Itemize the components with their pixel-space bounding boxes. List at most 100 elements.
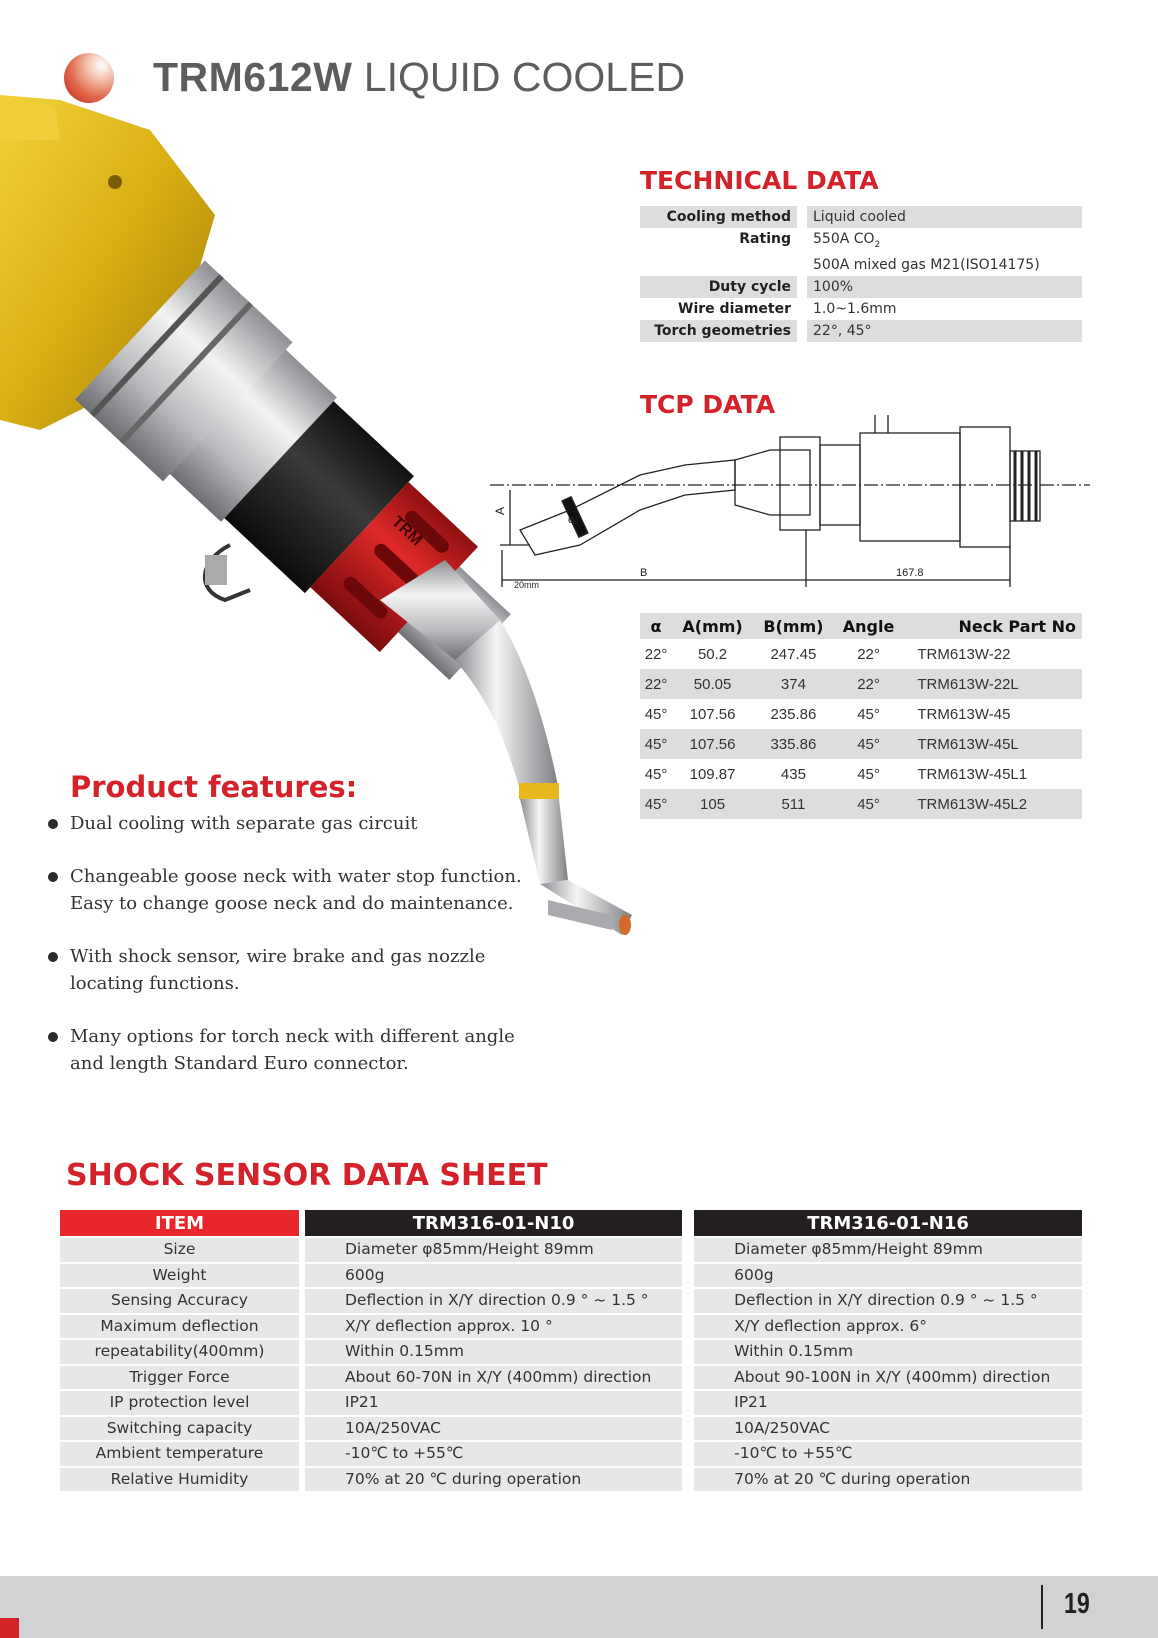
col-part-no: Neck Part No [903, 613, 1082, 639]
rating-mixed: 500A mixed gas M21(ISO14175) [813, 256, 1040, 273]
item-label: Relative Humidity [60, 1467, 299, 1491]
tcp-diagram: A α B 20mm 167.8 [490, 415, 1090, 590]
row-label: Wire diameter [640, 297, 807, 320]
cell: 50.2 [697, 645, 728, 663]
cell: TRM613W-22 [917, 645, 1011, 663]
item-label: repeatability(400mm) [60, 1340, 299, 1364]
cell: 45° [833, 789, 904, 819]
row-value: 100% [807, 275, 1082, 298]
col-b: B(mm) [753, 613, 834, 639]
cell: 105 [672, 789, 754, 819]
col-item: ITEM [60, 1210, 299, 1236]
cell: 45° [640, 789, 673, 819]
table-row: Wire diameter 1.0~1.6mm [640, 297, 1082, 320]
row-value: Liquid cooled [807, 206, 1082, 228]
label-a: A [493, 507, 507, 515]
feature-text: With shock sensor, wire brake and gas no… [70, 946, 486, 994]
cell: 45° [640, 729, 673, 759]
col-alpha: α [640, 613, 673, 639]
bullet-icon [48, 952, 58, 962]
cell: 335.86 [753, 729, 834, 759]
feature-text: Changeable goose neck with water stop fu… [70, 866, 522, 914]
list-item: Changeable goose neck with water stop fu… [45, 863, 545, 917]
n16-value: About 90-100N in X/Y (400mm) direction [694, 1365, 1082, 1389]
cell: 50.05 [672, 669, 754, 699]
item-label: Ambient temperature [60, 1442, 299, 1466]
brand-mark: TRM [388, 513, 425, 549]
n16-value: -10℃ to +55℃ [694, 1442, 1082, 1466]
n16-value: 600g [694, 1263, 1082, 1287]
cell: 45° [644, 705, 668, 723]
cell: 374 [753, 669, 834, 699]
cell: TRM613W-45L2 [903, 789, 1082, 819]
n16-value: Within 0.15mm [694, 1340, 1082, 1364]
page-footer: 19 [0, 1576, 1158, 1638]
cell: 109.87 [689, 765, 736, 783]
cell: 22° [644, 645, 668, 663]
list-item: Dual cooling with separate gas circuit [45, 810, 545, 837]
cell: 511 [753, 789, 834, 819]
subscript: 2 [874, 239, 881, 250]
neck-outline [519, 459, 736, 556]
row-value: 22°, 45° [807, 319, 1082, 342]
item-label: IP protection level [60, 1391, 299, 1415]
cell: 22° [640, 669, 673, 699]
feature-text: Many options for torch neck with differe… [70, 1026, 515, 1074]
footer-divider [1041, 1585, 1043, 1629]
rating-co2: 550A CO [813, 231, 875, 247]
row-label: Cooling method [640, 206, 807, 228]
label-20mm: 20mm [514, 580, 539, 590]
label-b: B [640, 567, 647, 579]
row-value: 1.0~1.6mm [813, 300, 897, 317]
n10-value: Within 0.15mm [305, 1340, 683, 1364]
cell: 45° [857, 765, 880, 783]
technical-data-heading: TECHNICAL DATA [640, 166, 879, 195]
cell: 107.56 [672, 729, 754, 759]
item-label: Trigger Force [60, 1365, 299, 1389]
row-value: 550A CO2 500A mixed gas M21(ISO14175) [807, 228, 1082, 276]
col-n10: TRM316-01-N10 [305, 1210, 683, 1236]
table-header: ITEM TRM316-01-N10 TRM316-01-N16 [60, 1210, 1082, 1236]
model-name: TRM612W [153, 54, 353, 100]
item-label: Size [60, 1238, 299, 1262]
bullet-icon [48, 819, 58, 829]
title-subtitle: LIQUID COOLED [363, 54, 686, 100]
n16-value: IP21 [694, 1391, 1082, 1415]
n10-value: Deflection in X/Y direction 0.9 ° ~ 1.5 … [305, 1289, 683, 1313]
item-label: Sensing Accuracy [60, 1289, 299, 1313]
tcp-data-heading: TCP DATA [640, 390, 776, 419]
n10-value: IP21 [305, 1391, 683, 1415]
bullet-icon [48, 872, 58, 882]
cell: 45° [644, 765, 668, 783]
shock-sensor-heading: SHOCK SENSOR DATA SHEET [66, 1158, 548, 1193]
n10-value: 70% at 20 ℃ during operation [305, 1467, 683, 1491]
feature-text: Dual cooling with separate gas circuit [70, 813, 418, 834]
cell: TRM613W-22L [903, 669, 1082, 699]
features-heading: Product features: [70, 770, 358, 804]
n10-value: -10℃ to +55℃ [305, 1442, 683, 1466]
row-label: Duty cycle [640, 275, 807, 298]
cell: 22° [857, 645, 880, 663]
n10-value: 10A/250VAC [305, 1416, 683, 1440]
cell: 45° [833, 729, 904, 759]
n10-value: Diameter φ85mm/Height 89mm [305, 1238, 683, 1262]
item-label: Maximum deflection [60, 1314, 299, 1338]
cell: TRM613W-45 [917, 705, 1011, 723]
n16-value: 70% at 20 ℃ during operation [694, 1467, 1082, 1491]
table-header: α A(mm) B(mm) Angle Neck Part No [640, 613, 1082, 639]
tcp-table: α A(mm) B(mm) Angle Neck Part No 22° 50.2… [640, 613, 1082, 819]
